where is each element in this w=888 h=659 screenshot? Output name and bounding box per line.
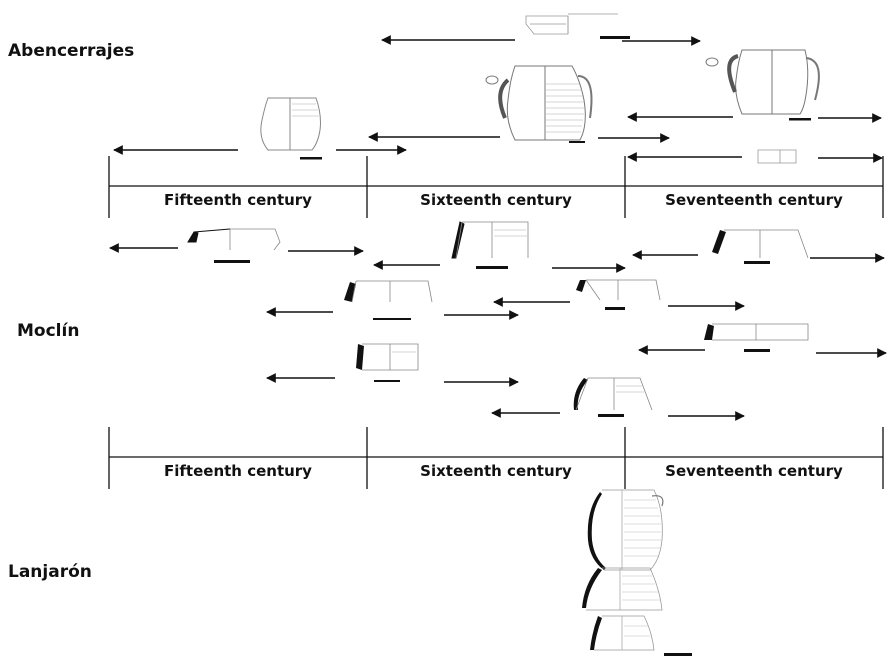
scale-bar bbox=[476, 266, 508, 269]
site-label-abencerrajes: Abencerrajes bbox=[8, 41, 135, 61]
vessel-drawing bbox=[757, 149, 797, 164]
scale-bar bbox=[374, 380, 400, 382]
century-label: Sixteenth century bbox=[420, 191, 572, 209]
vessel-drawing bbox=[573, 377, 653, 411]
vessel-drawing bbox=[451, 221, 529, 259]
profile-icon bbox=[485, 75, 499, 85]
vessel-drawing bbox=[727, 49, 820, 115]
vessel-drawing bbox=[260, 97, 321, 151]
vessel-drawing bbox=[590, 615, 655, 651]
vessel-drawing bbox=[498, 65, 593, 141]
century-label: Seventeenth century bbox=[665, 462, 843, 480]
vessel-drawing bbox=[587, 489, 664, 571]
century-label: Fifteenth century bbox=[164, 191, 312, 209]
scale-bar bbox=[600, 36, 630, 39]
scale-bar bbox=[744, 349, 770, 352]
vessel-drawing bbox=[187, 228, 281, 251]
vessel-drawing bbox=[582, 567, 663, 611]
scale-bar bbox=[744, 261, 770, 264]
century-label: Seventeenth century bbox=[665, 191, 843, 209]
scale-bar bbox=[300, 157, 322, 160]
scale-bar bbox=[373, 318, 411, 320]
vessel-drawing bbox=[344, 280, 433, 303]
site-label-moclin: Moclín bbox=[17, 321, 80, 341]
vessel-drawing bbox=[576, 279, 661, 301]
scale-bar bbox=[214, 260, 250, 263]
century-label: Fifteenth century bbox=[164, 462, 312, 480]
scale-bar bbox=[605, 307, 625, 310]
vessel-drawing bbox=[712, 229, 809, 259]
scale-bar bbox=[664, 653, 692, 656]
vessel-drawing bbox=[704, 323, 809, 341]
scale-bar bbox=[569, 141, 585, 143]
century-label: Sixteenth century bbox=[420, 462, 572, 480]
timeline-moclin bbox=[108, 427, 884, 489]
vessel-drawing bbox=[356, 343, 419, 371]
scale-bar bbox=[598, 414, 624, 417]
timeline-abencerrajes bbox=[108, 156, 884, 218]
scale-bar bbox=[789, 118, 811, 121]
site-label-lanjaron: Lanjarón bbox=[8, 562, 92, 582]
vessel-drawing bbox=[525, 13, 618, 35]
profile-icon bbox=[705, 57, 719, 67]
